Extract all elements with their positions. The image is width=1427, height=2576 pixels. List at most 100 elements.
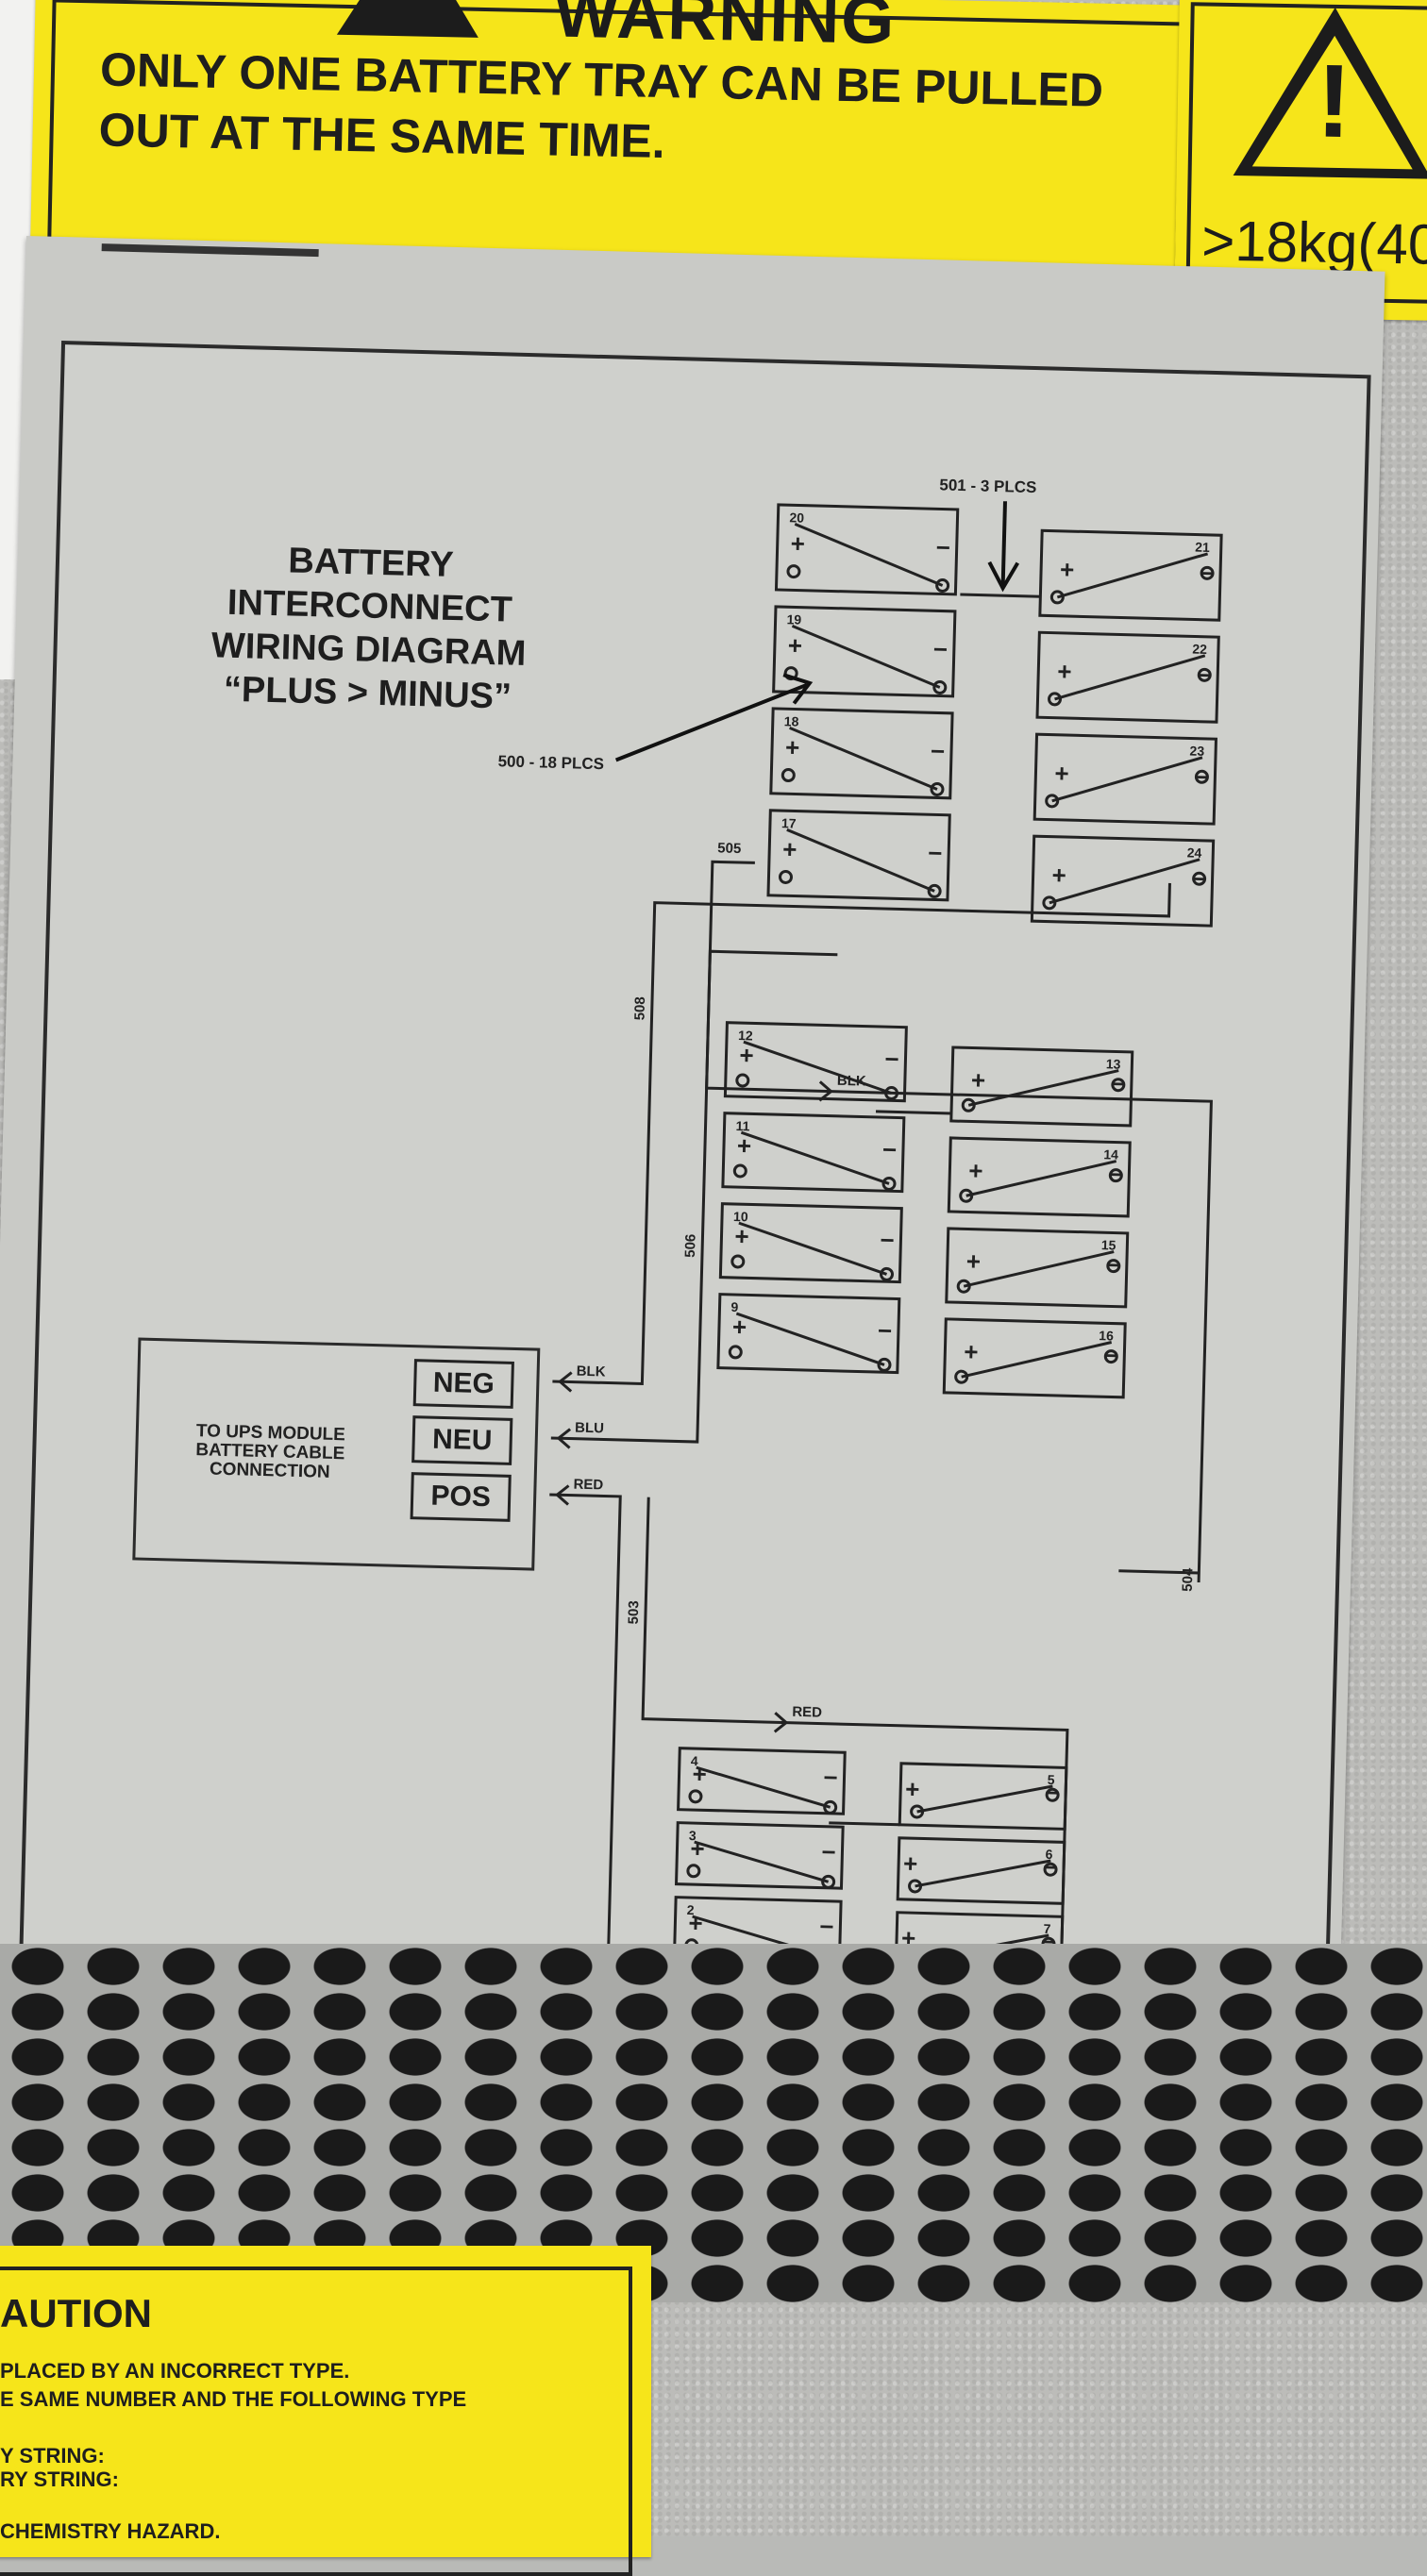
minus-terminal-symbol: − [928,839,943,867]
warning-triangle-icon [336,0,481,38]
exclamation-icon: ! [1315,42,1352,160]
battery-4: 4+− [677,1747,847,1815]
terminal-neg: NEG [412,1359,514,1409]
plus-terminal [730,1254,746,1269]
wire-510 [549,1493,683,2000]
battery-body [723,1021,908,1103]
chevron-mid-red [773,1712,789,1733]
battery-number: 7 [1043,1921,1050,1936]
battery-group: 20+−19+−18+−17+−21+−22+−23+−24+−12+−11+−… [670,503,1223,2049]
plus-terminal [956,1279,971,1294]
minus-terminal-symbol: − [931,737,946,765]
battery-body [945,1227,1130,1309]
plus-terminal [961,1097,976,1112]
plus-terminal-symbol: + [739,1041,754,1069]
minus-terminal [1045,1787,1060,1802]
caution-title: AUTION [0,2291,152,2335]
battery-22: 22+− [1035,630,1220,724]
battery-number: 21 [1195,540,1210,555]
battery-11: 11+− [721,1112,906,1194]
battery-number: 11 [735,1118,749,1133]
battery-17: 17+− [766,809,951,902]
minus-terminal-symbol: − [932,635,948,663]
cable-504: 504 [1180,1567,1197,1592]
battery-15: 15+− [945,1227,1130,1309]
battery-body [716,1293,901,1375]
terminal-neu: NEU [411,1415,513,1465]
plus-terminal [1048,692,1063,707]
battery-strap [965,1160,1117,1197]
minus-terminal [880,1266,895,1281]
battery-9: 9+− [716,1293,901,1375]
plus-terminal-symbol: + [964,1337,979,1365]
ventilation-grille [0,1944,1427,2302]
minus-terminal-symbol: − [884,1045,899,1073]
battery-strap [1051,756,1203,803]
caution-line-5: CHEMISTRY HAZARD. [0,2519,221,2543]
wire-501-top [960,593,1041,598]
plus-terminal [732,1163,747,1179]
minus-terminal [821,1874,836,1889]
plus-terminal-symbol: + [737,1131,752,1160]
battery-body [718,1202,903,1284]
minus-terminal-symbol: − [819,1912,834,1940]
wire-505 [705,860,1213,1583]
battery-number: 3 [689,1828,697,1843]
battery-number: 15 [1101,1237,1116,1252]
plus-terminal-symbol: + [790,529,805,558]
plus-terminal-symbol: + [1051,861,1066,889]
chevron-pos [554,1484,570,1506]
callout-501: 501 - 3 PLCS [939,476,1036,496]
battery-24: 24+− [1030,834,1216,928]
minus-terminal-symbol: − [1197,661,1212,689]
battery-13: 13+− [949,1045,1134,1128]
battery-16: 16+− [942,1317,1127,1399]
plus-terminal [735,1073,750,1088]
warning-text: ONLY ONE BATTERY TRAY CAN BE PULLED OUT … [98,42,1104,168]
caution-label: AUTION PLACED BY AN INCORRECT TYPE. E SA… [0,2246,651,2576]
battery-strap [791,624,941,689]
cable-505: 505 [717,840,741,857]
plus-terminal [781,768,796,783]
plus-terminal-symbol: + [782,835,797,863]
minus-terminal [1111,1078,1126,1093]
battery-14: 14+− [947,1136,1132,1218]
plus-terminal-symbol: + [785,733,800,761]
cable-503: 503 [626,1600,643,1624]
minus-terminal [881,1176,897,1191]
plus-terminal-symbol: + [690,1834,705,1863]
wire-506 [550,949,838,1444]
minus-terminal-symbol: − [1191,864,1206,893]
battery-body [677,1747,847,1815]
wire-color-mid-blk: BLK [837,1073,866,1090]
ups-connection-text: TO UPS MODULE BATTERY CABLE CONNECTION [195,1421,346,1482]
battery-body [898,1762,1068,1831]
minus-terminal-symbol: − [878,1316,893,1345]
battery-strap [963,1250,1115,1288]
panel-edge-mark [101,243,319,258]
battery-strap [738,1221,887,1276]
chevron-neg [558,1371,573,1393]
callout-arrows [614,501,1020,762]
battery-strap [794,523,944,587]
battery-strap [1049,858,1200,905]
battery-strap [786,828,935,893]
battery-body [772,605,957,698]
arrow-501-shaft [1000,501,1007,587]
minus-terminal-symbol: − [821,1837,836,1865]
chevron-mid-blk [818,1080,833,1102]
plus-terminal [1042,895,1057,911]
battery-strap [743,1040,893,1095]
minus-terminal [927,883,942,898]
plus-terminal-symbol: + [966,1246,982,1275]
minus-terminal-symbol: − [1194,762,1209,791]
battery-body [1032,732,1218,826]
battery-body [769,707,954,800]
minus-terminal [823,1799,838,1815]
minus-terminal-symbol: − [880,1226,895,1254]
wire-504-seg [1118,1569,1200,1575]
plus-terminal-symbol: + [905,1775,920,1803]
chevron-neu [556,1428,572,1449]
caution-line-4: RY STRING: [0,2467,119,2491]
wire-group [549,593,1213,2042]
